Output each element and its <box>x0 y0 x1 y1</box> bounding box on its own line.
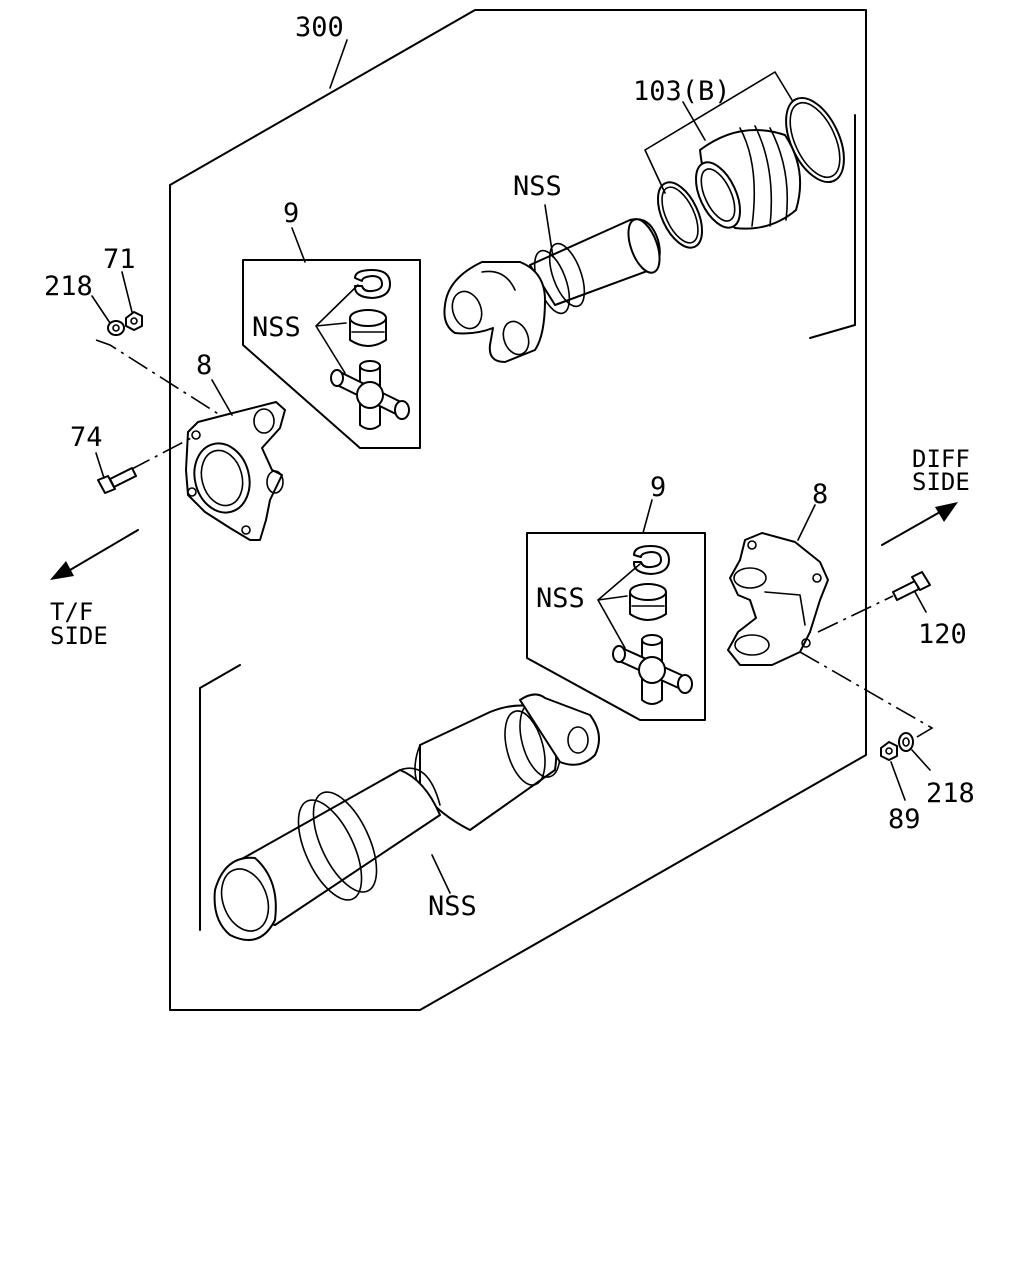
washer-right-leader <box>911 749 931 771</box>
kit-upper-box <box>242 259 421 449</box>
label-flange-yoke-right: 8 <box>812 479 828 510</box>
kit-lower-leader <box>642 499 653 534</box>
flange-yoke-left-leader <box>211 379 233 416</box>
kit-upper-leader <box>291 227 306 263</box>
bolt-axis-right <box>817 595 894 633</box>
assembly-outline <box>169 9 867 1011</box>
kit-lower-parts <box>612 545 693 705</box>
slip-yoke-shaft <box>443 218 661 363</box>
kit-lower-box <box>526 532 706 721</box>
diff-side-arrow-line <box>881 511 941 546</box>
label-bolt-right: 120 <box>918 619 967 650</box>
bolt-left-leader <box>95 452 105 479</box>
bolt-axis-left <box>129 435 196 471</box>
nss-tube-leader <box>431 854 451 894</box>
kit-lower-nss-leaders <box>597 563 641 649</box>
label-tf-side-line1: T/F <box>50 598 93 626</box>
kit-upper-parts <box>330 269 410 430</box>
diff-side-arrowhead <box>935 502 958 522</box>
label-kit-upper: 9 <box>283 198 299 229</box>
label-nss-tube: NSS <box>428 891 477 922</box>
tf-side-arrowhead <box>50 561 74 580</box>
washer-right <box>898 732 914 752</box>
seal-boot-bracket <box>644 71 793 194</box>
bolt-right <box>892 571 931 601</box>
lower-shaft-break-line <box>199 664 241 931</box>
label-assembly: 300 <box>295 12 344 43</box>
seal-boot-group <box>656 96 845 249</box>
label-washer-right: 218 <box>926 778 975 809</box>
label-seal-boot: 103(B) <box>633 76 731 107</box>
label-flange-yoke-left: 8 <box>196 350 212 381</box>
label-nut-left: 71 <box>103 244 136 275</box>
flange-yoke-right-leader <box>797 504 816 541</box>
upper-shaft-break-line <box>809 114 856 339</box>
label-tf-side-line2: SIDE <box>50 622 108 650</box>
bolt-left <box>97 467 137 494</box>
nut-left-leader <box>121 271 133 313</box>
washer-left <box>107 320 125 336</box>
bolt-right-leader <box>914 591 927 613</box>
flange-yoke-left <box>185 401 286 541</box>
fastener-line-right <box>799 651 934 741</box>
nut-right-leader <box>890 761 906 801</box>
label-washer-left: 218 <box>44 271 93 302</box>
seal-boot-leader <box>682 101 706 141</box>
label-kit-lower-nss: NSS <box>536 583 585 614</box>
label-diff-side-line1: DIFF <box>912 445 970 473</box>
flange-yoke-right <box>727 532 829 666</box>
label-kit-lower: 9 <box>650 472 666 503</box>
nut-left <box>125 311 143 331</box>
lower-shaft-tube <box>213 693 600 941</box>
washer-left-leader <box>91 295 111 324</box>
label-diff-side-line2: SIDE <box>912 468 970 496</box>
fastener-line-left <box>95 339 221 416</box>
nss-slip-yoke-leader <box>544 204 554 258</box>
tf-side-arrow-line <box>69 529 139 571</box>
kit-upper-nss-leaders <box>315 284 359 374</box>
nut-right <box>880 741 898 761</box>
label-bolt-left: 74 <box>70 422 103 453</box>
label-nut-right: 89 <box>888 804 921 835</box>
label-nss-slip-yoke: NSS <box>513 171 562 202</box>
assembly-leader <box>329 39 348 89</box>
label-kit-upper-nss: NSS <box>252 312 301 343</box>
